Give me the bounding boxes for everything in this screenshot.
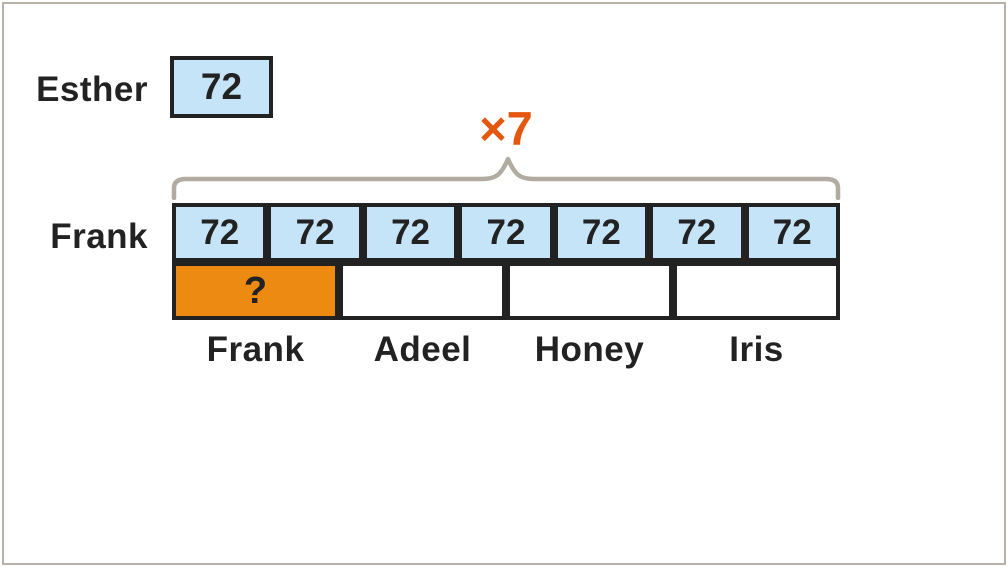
- brace-icon: [171, 156, 841, 200]
- share-name-label: Honey: [534, 330, 645, 369]
- share-cell-unknown: ?: [172, 262, 339, 320]
- frank-row-label: Frank: [50, 217, 148, 256]
- frank-units-bar: 72 72 72 72 72 72 72: [172, 203, 840, 262]
- multiplier-label: ×7: [479, 102, 533, 155]
- esther-value-box: 72: [170, 56, 273, 118]
- unit-cell: 72: [362, 203, 459, 262]
- share-name-label: Frank: [206, 330, 305, 369]
- unit-cell: 72: [267, 203, 363, 262]
- share-cell: [339, 262, 506, 320]
- share-name-label: Iris: [729, 330, 784, 369]
- share-names: Frank Adeel Honey Iris: [172, 330, 840, 370]
- share-name-label: Adeel: [373, 330, 472, 369]
- shares-bar: ?: [172, 262, 840, 320]
- unit-cell: 72: [649, 203, 745, 262]
- share-cell: [506, 262, 673, 320]
- unit-cell: 72: [744, 203, 840, 262]
- unit-cell: 72: [553, 203, 650, 262]
- esther-row-label: Esther: [36, 70, 148, 109]
- unit-cell: 72: [172, 203, 268, 262]
- share-cell: [673, 262, 840, 320]
- unit-cell: 72: [458, 203, 554, 262]
